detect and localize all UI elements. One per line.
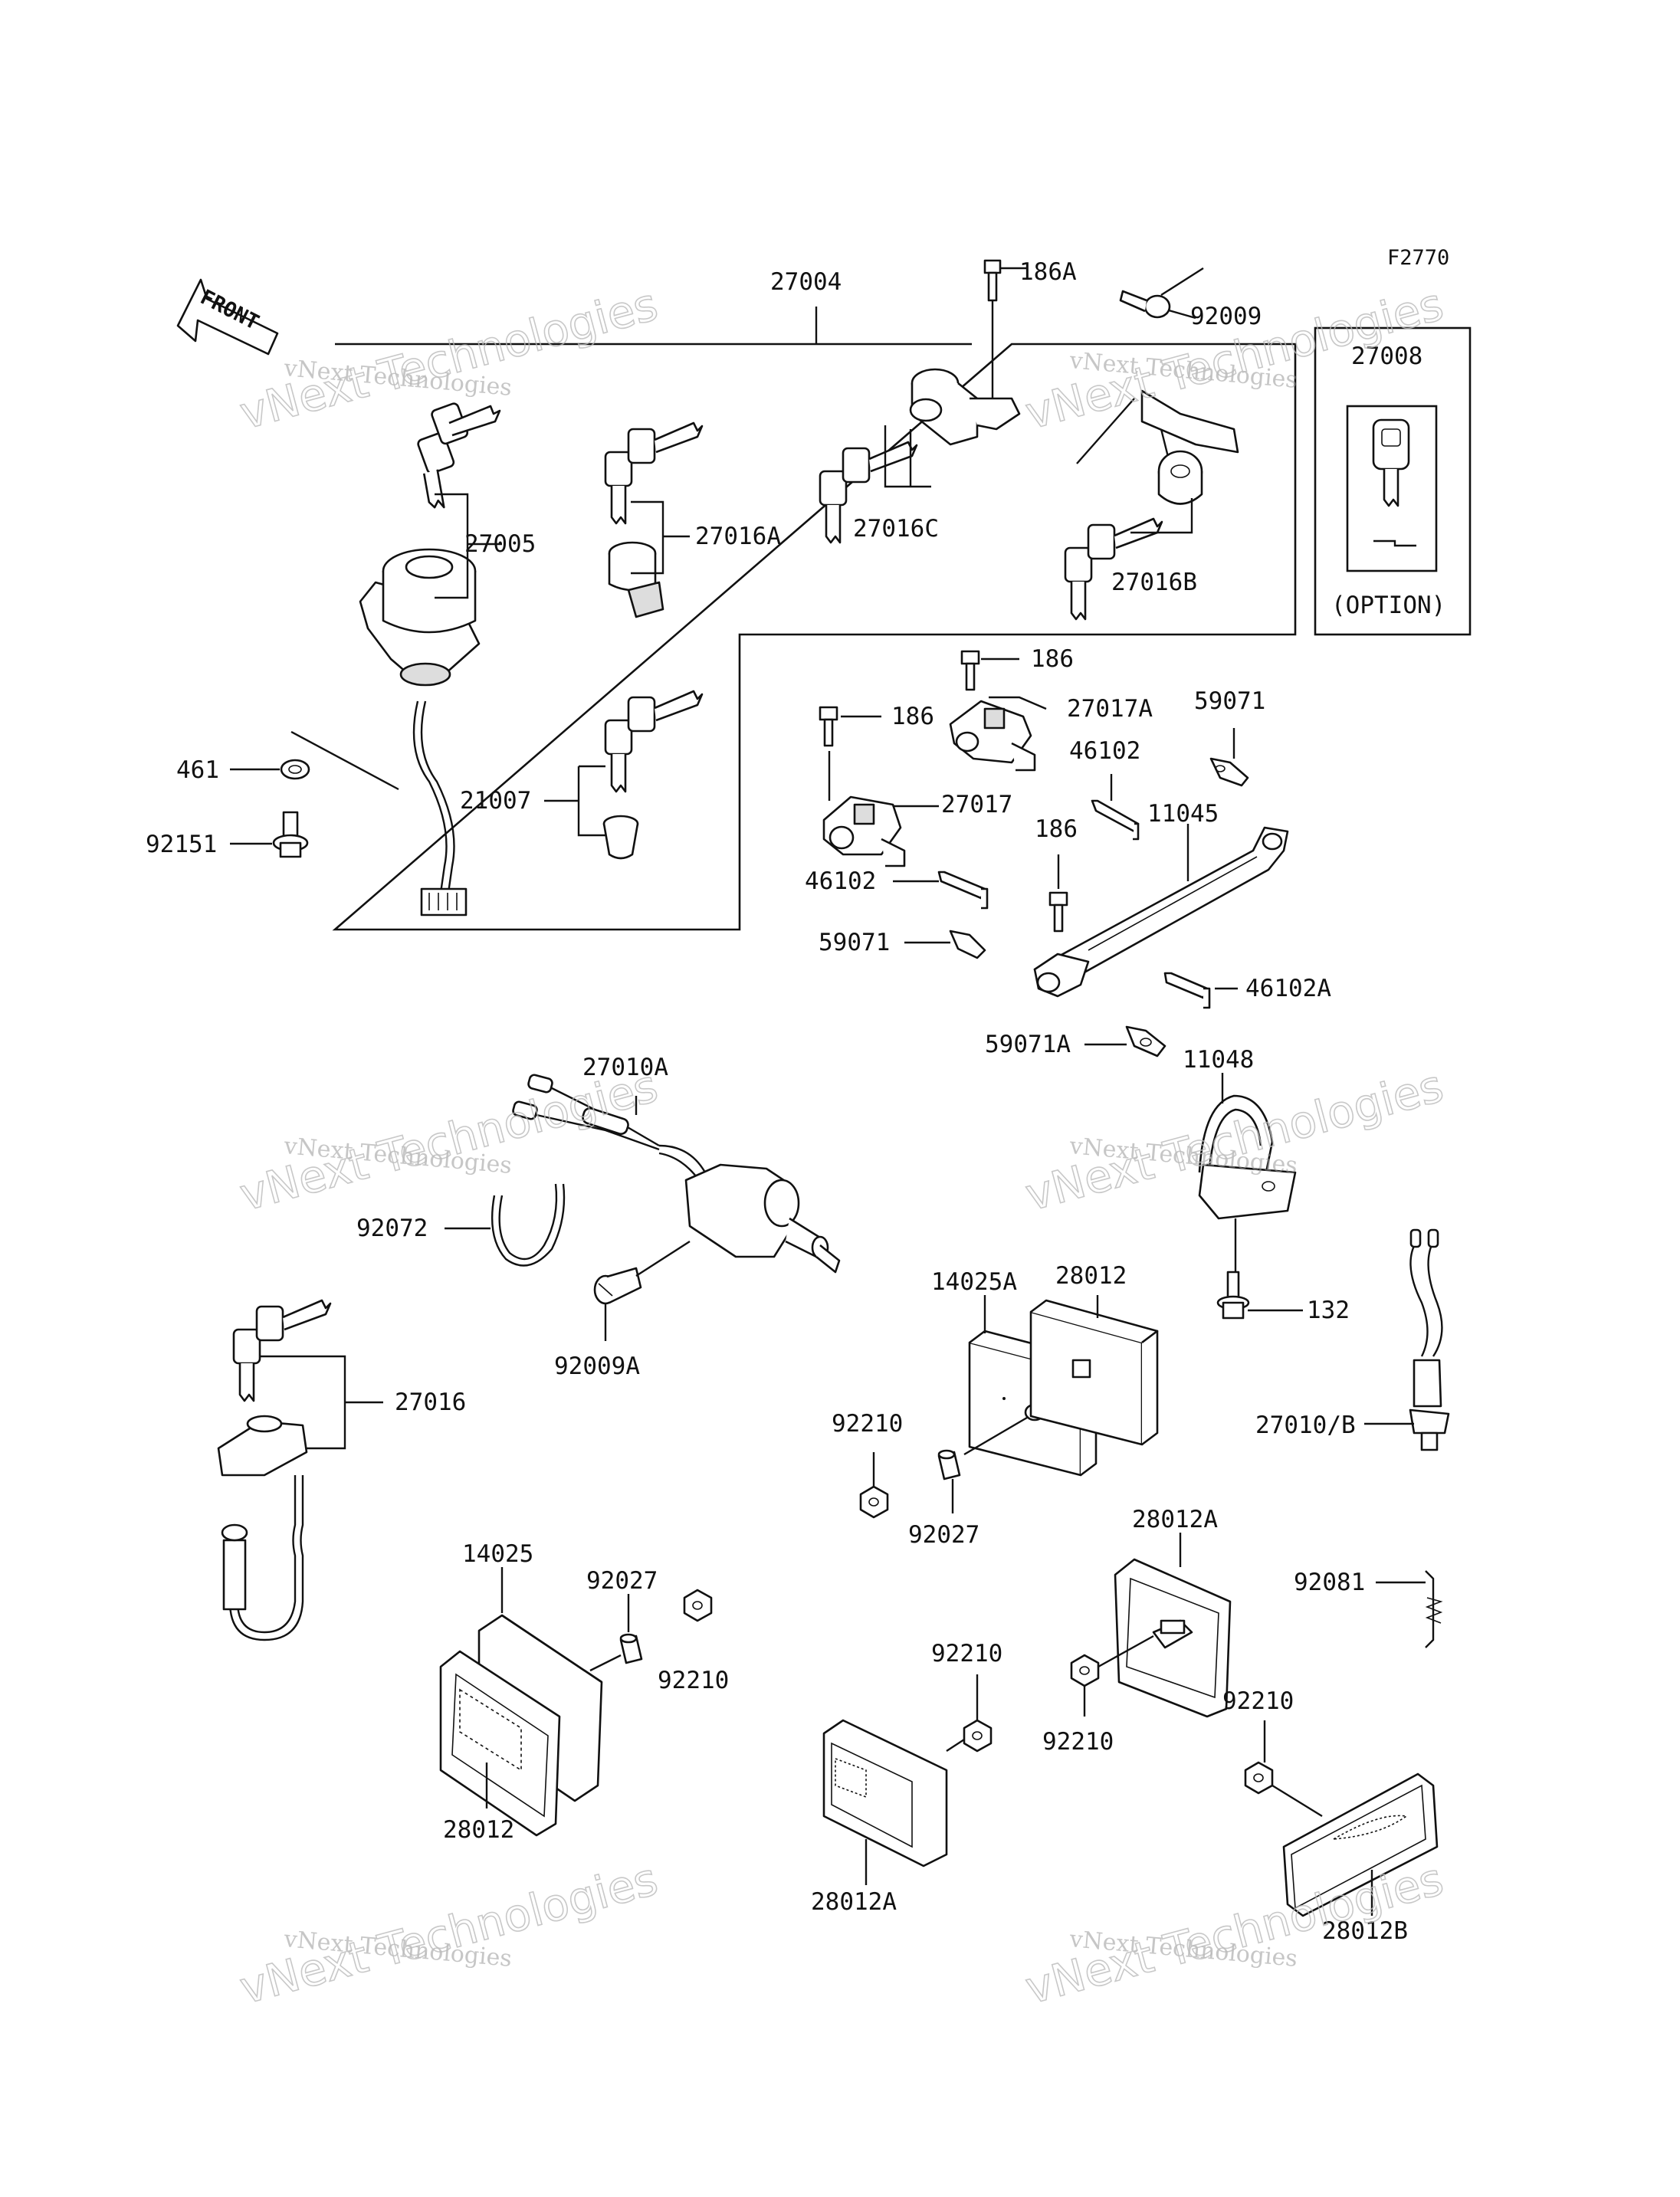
option-key-icon: [1346, 405, 1438, 572]
label-27017: 27017: [941, 791, 1012, 818]
band-92072-part: [491, 1183, 566, 1267]
label-27016C: 27016C: [853, 515, 939, 543]
label-92072: 92072: [356, 1215, 428, 1242]
cap-21007-part: [602, 690, 704, 860]
label-27004: 27004: [770, 268, 842, 296]
bolt-186a-part: [983, 259, 1002, 302]
rod-46102a-part: [1163, 972, 1211, 1009]
label-92210-a: 92210: [832, 1410, 903, 1438]
reflector-28012-top-part: [1029, 1299, 1159, 1446]
switch-27010b-part: [1409, 1228, 1450, 1451]
label-59071A: 59071A: [985, 1031, 1071, 1058]
label-92210-e: 92210: [1222, 1687, 1294, 1715]
label-132: 132: [1307, 1297, 1350, 1324]
screw-92009-part: [1119, 290, 1171, 319]
label-14025: 14025: [462, 1540, 533, 1568]
option-box: [1314, 326, 1472, 636]
label-27005: 27005: [464, 530, 536, 558]
nut-92210-e-part: [1244, 1761, 1274, 1795]
collar-92027-a-part: [937, 1449, 961, 1481]
cable-lock-27016-part: [217, 1299, 332, 1641]
label-27017A: 27017A: [1067, 695, 1153, 723]
nut-92210-b-part: [683, 1589, 713, 1622]
collar-92027-b-part: [619, 1633, 643, 1664]
label-92081: 92081: [1294, 1569, 1365, 1596]
bolt-186-b-part: [819, 706, 838, 747]
holder-27017-part: [822, 795, 906, 867]
label-28012-bottom: 28012: [443, 1816, 514, 1844]
rod-46102-b-part: [937, 871, 989, 910]
label-11048: 11048: [1183, 1046, 1254, 1074]
label-92210-d: 92210: [1042, 1728, 1114, 1756]
bracket-11045-part: [1033, 826, 1289, 998]
label-27010B: 27010/B: [1255, 1412, 1356, 1439]
front-arrow-icon: FRONT: [176, 278, 279, 356]
label-92210-b: 92210: [658, 1667, 729, 1694]
clip-59071a-part: [1125, 1025, 1166, 1058]
label-186-top: 186: [1031, 645, 1074, 673]
nut-92210-c-part: [963, 1719, 993, 1753]
reflector-28012-bottom-part: [439, 1650, 561, 1837]
ignition-switch-part: [359, 402, 501, 917]
bolt-132-part: [1216, 1271, 1250, 1320]
watermark-ml: vNext Technologies vNext Technologies: [234, 1059, 664, 1221]
nut-92210-d-part: [1070, 1654, 1100, 1687]
label-186-low: 186: [1035, 815, 1078, 843]
label-46102-top: 46102: [1069, 737, 1140, 765]
screw-92009a-part: [593, 1267, 642, 1305]
label-92027-a: 92027: [908, 1521, 979, 1549]
clip-59071-b-part: [949, 930, 986, 959]
label-27008: 27008: [1351, 343, 1422, 370]
kit-27004-box: [332, 343, 1297, 931]
bolt-186-c-part: [1048, 891, 1068, 933]
label-186A: 186A: [1019, 258, 1077, 286]
spring-92081-part: [1425, 1570, 1443, 1648]
clip-59071-a-part: [1209, 757, 1249, 787]
label-92009: 92009: [1190, 303, 1262, 330]
washer-461-part: [280, 759, 310, 780]
label-46102-mid: 46102: [805, 867, 876, 895]
helmet-lock-27016b-part: [1064, 389, 1239, 621]
seat-lock-27016c-part: [819, 368, 1021, 544]
rod-46102-a-part: [1091, 799, 1140, 841]
label-59071-top: 59071: [1194, 687, 1265, 715]
label-14025A: 14025A: [931, 1268, 1017, 1296]
label-46102A: 46102A: [1245, 975, 1331, 1002]
label-92210-c: 92210: [931, 1640, 1002, 1667]
holder-27017a-part: [949, 700, 1036, 772]
label-11045: 11045: [1147, 800, 1219, 828]
option-label: (OPTION): [1331, 592, 1445, 619]
label-461: 461: [176, 756, 219, 784]
switch-27010a-part: [512, 1074, 841, 1274]
nut-92210-a-part: [859, 1485, 889, 1519]
label-21007: 21007: [460, 787, 531, 815]
label-28012A-top: 28012A: [1132, 1506, 1218, 1533]
reflector-28012b-part: [1282, 1772, 1439, 1917]
label-27016A: 27016A: [695, 523, 781, 550]
reflector-28012a-bottom-part: [822, 1719, 948, 1867]
label-92009A: 92009A: [554, 1353, 640, 1380]
label-59071-mid: 59071: [819, 929, 890, 956]
bracket-11048-part: [1198, 1094, 1297, 1220]
label-27010A: 27010A: [582, 1054, 668, 1081]
watermark-bl: vNext Technologies vNext Technologies: [234, 1852, 664, 2015]
label-186-mid: 186: [891, 703, 934, 730]
lock-27016a-part: [604, 421, 704, 618]
label-27016B: 27016B: [1111, 569, 1197, 596]
reflector-28012a-top-part: [1114, 1558, 1232, 1718]
label-92027-b: 92027: [586, 1567, 658, 1595]
label-92151: 92151: [146, 831, 217, 858]
label-28012A-bottom: 28012A: [811, 1888, 897, 1916]
label-27016: 27016: [395, 1389, 466, 1416]
label-28012B: 28012B: [1322, 1917, 1408, 1945]
bolt-186-a-part: [960, 650, 980, 691]
figure-code: F2770: [1387, 246, 1449, 270]
label-28012-top: 28012: [1055, 1262, 1127, 1290]
bolt-92151-part: [272, 811, 309, 858]
